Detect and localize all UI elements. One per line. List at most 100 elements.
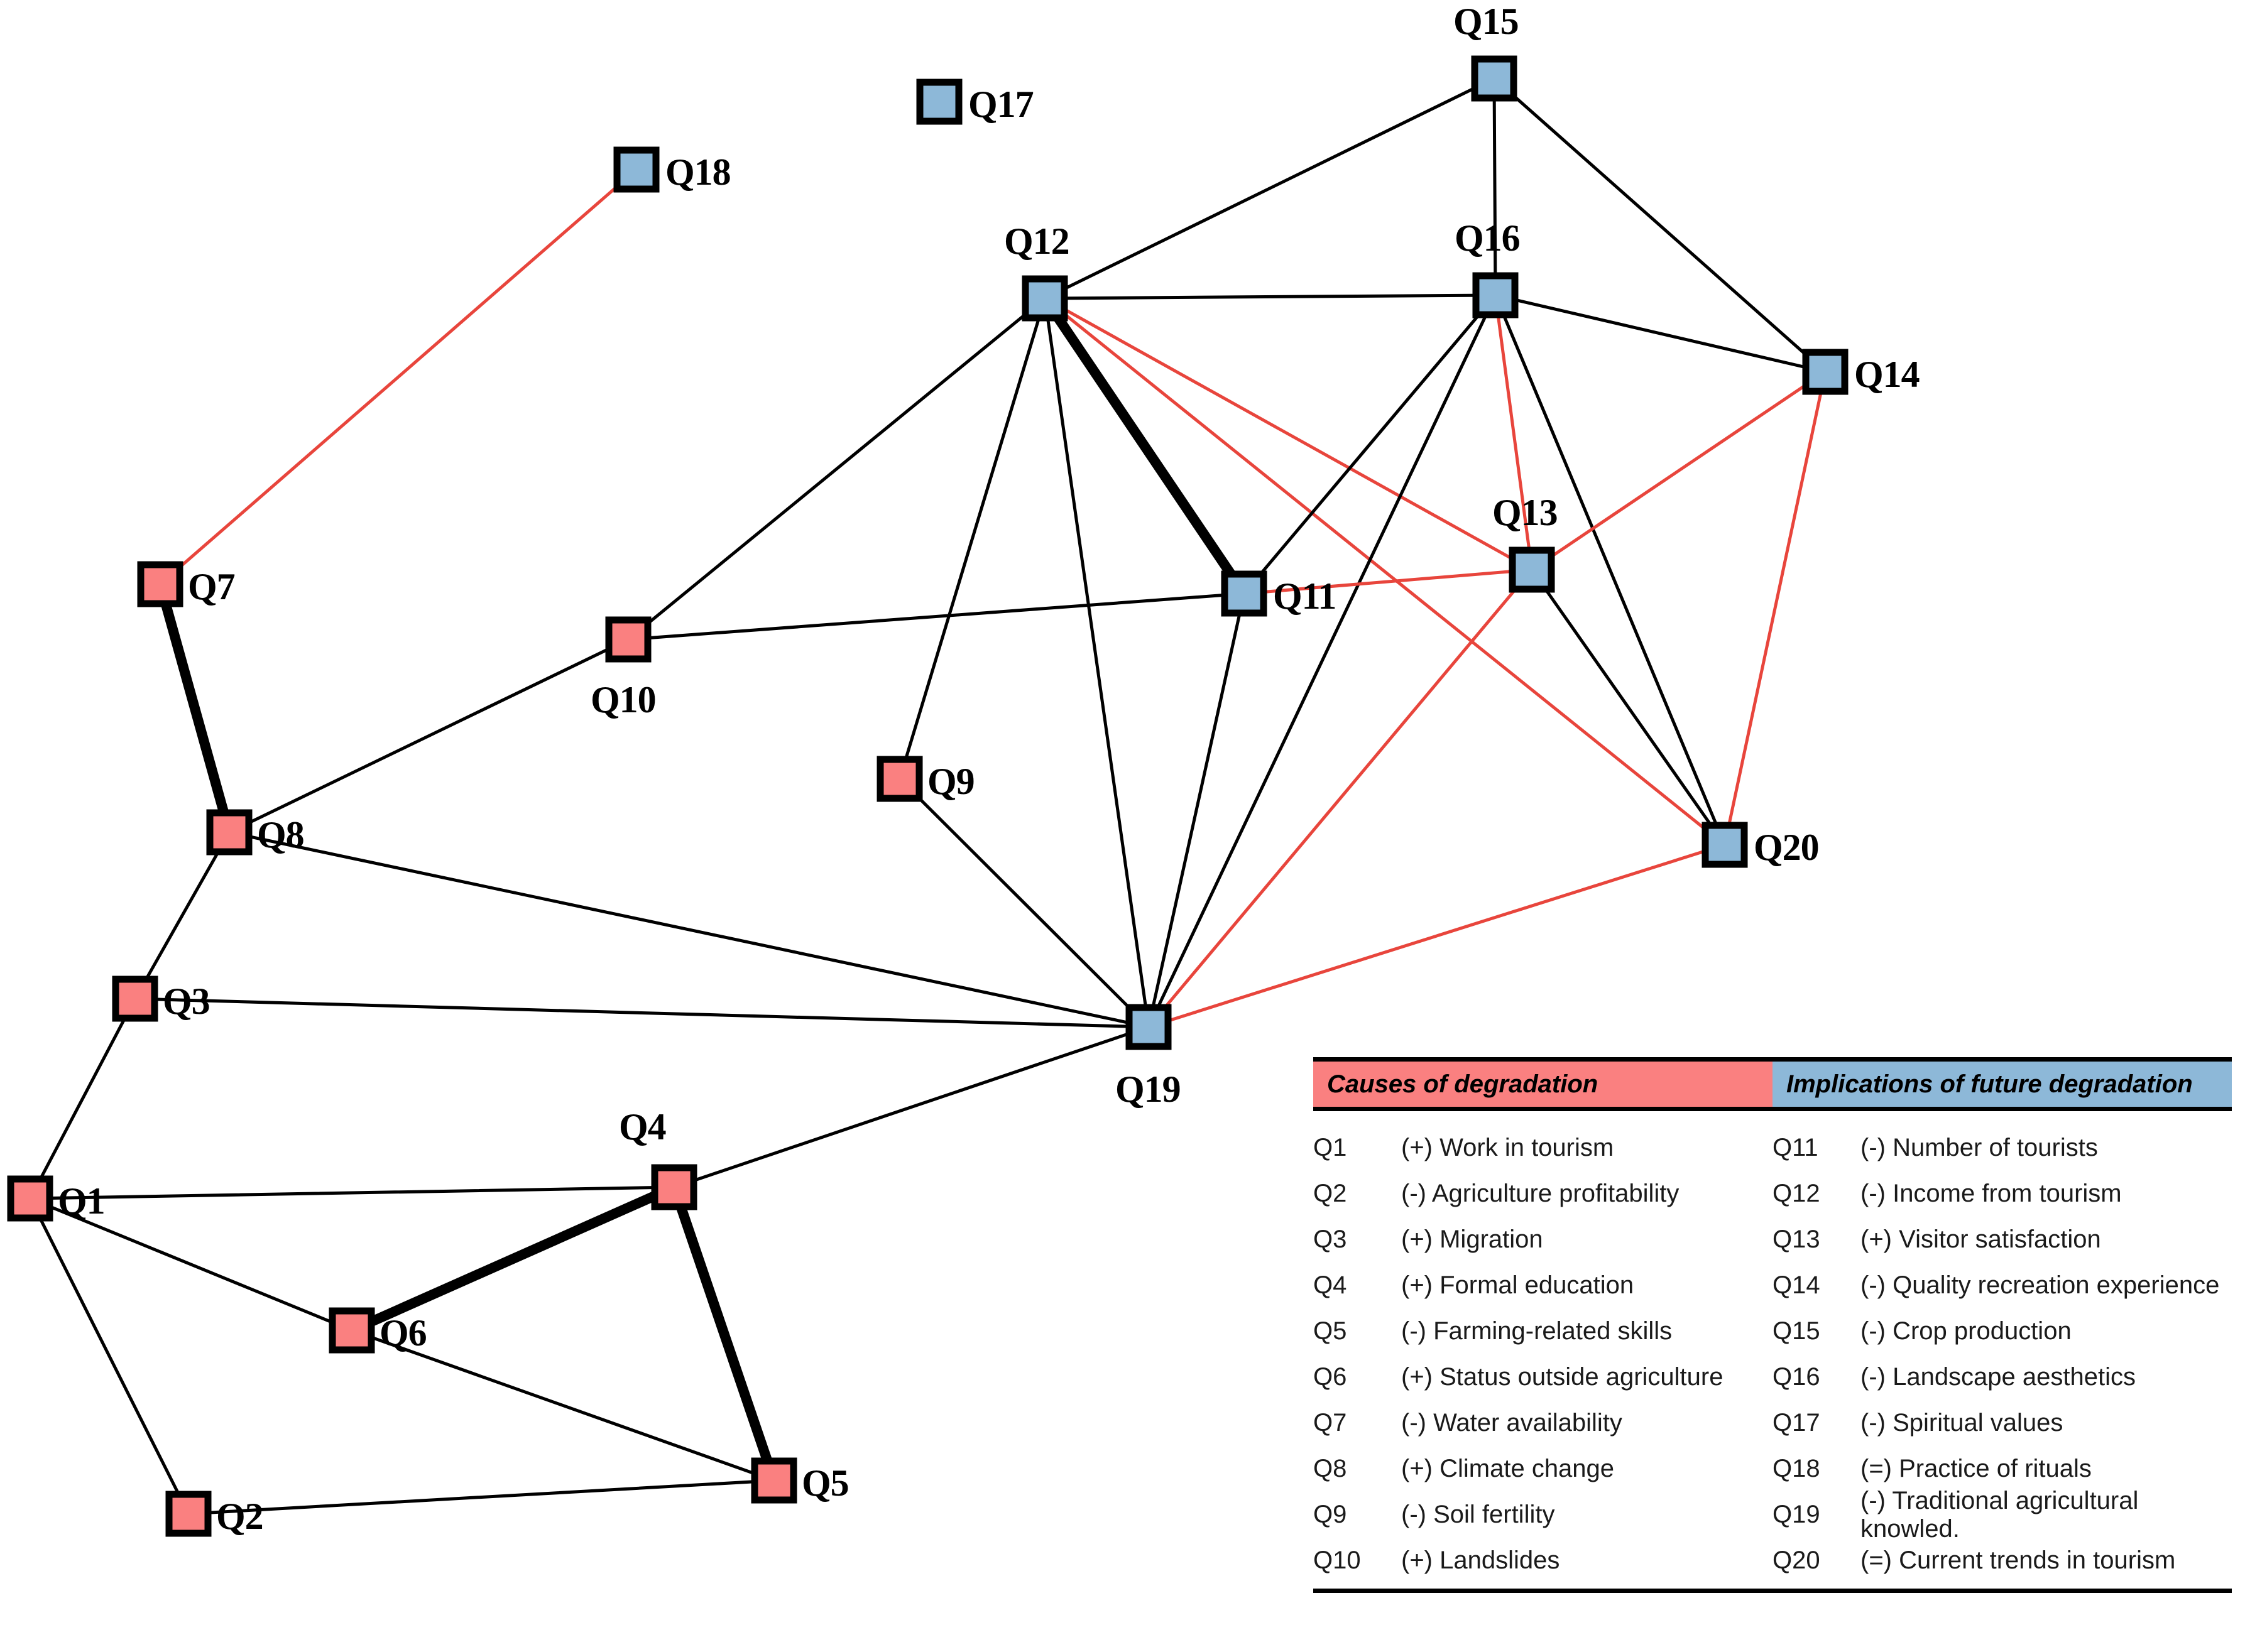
node-label-q11: Q11 [1273,575,1336,617]
edge-q11-q13 [1242,568,1534,595]
legend-code-q14: Q14 [1773,1271,1820,1299]
graph-node-q5[interactable] [751,1457,797,1504]
graph-node-q1[interactable] [7,1175,53,1222]
legend-text-q1: (+) Work in tourism [1401,1134,1614,1161]
graph-node-q19[interactable] [1125,1004,1172,1050]
edge-q14-q20 [1723,370,1827,847]
graph-node-q7[interactable] [137,561,183,607]
legend-header-implications: Implications of future degradation [1773,1062,2232,1107]
legend-code-q12: Q12 [1773,1180,1820,1207]
edge-q7-q8 [155,579,234,837]
legend-bottom-rule [1313,1589,2232,1593]
node-label-q6: Q6 [380,1312,427,1354]
graph-node-q10[interactable] [605,616,652,663]
legend-text-q18: (=) Practice of rituals [1860,1455,2092,1482]
node-label-q13: Q13 [1492,492,1558,533]
legend-text-q14: (-) Quality recreation experience [1860,1271,2220,1299]
graph-node-q16[interactable] [1472,272,1519,318]
graph-node-q8[interactable] [206,809,253,856]
legend-code-q2: Q2 [1313,1180,1347,1207]
edge-q10-q11 [626,592,1246,641]
edge-q1-q4 [28,1185,676,1200]
legend-code-q6: Q6 [1313,1363,1347,1391]
edge-q16-q20 [1494,293,1727,847]
graph-node-q4[interactable] [651,1164,697,1210]
node-label-q17: Q17 [968,84,1034,125]
legend-code-q1: Q1 [1313,1134,1347,1161]
legend-text-q4: (+) Formal education [1401,1271,1634,1299]
graph-node-q6[interactable] [329,1307,375,1354]
legend-text-q9: (-) Soil fertility [1401,1501,1555,1528]
edge-q7-q18 [158,168,638,586]
legend-code-q9: Q9 [1313,1501,1347,1528]
graph-node-q20[interactable] [1702,822,1748,868]
edge-q8-q19 [227,830,1150,1029]
legend-row-q12: Q12 (-) Income from tourism [1773,1171,2232,1217]
legend-row-q3: Q3 (+) Migration [1313,1217,1773,1263]
legend-row-q18: Q18 (=) Practice of rituals [1773,1446,2232,1492]
legend-text-q6: (+) Status outside agriculture [1401,1363,1723,1391]
legend-text-q12: (-) Income from tourism [1860,1180,2122,1207]
graph-node-q14[interactable] [1802,349,1849,395]
edge-q11-q19 [1147,592,1246,1029]
node-label-q5: Q5 [802,1462,849,1504]
legend-header-causes: Causes of degradation [1313,1062,1773,1107]
legend-row-q15: Q15 (-) Crop production [1773,1308,2232,1354]
edge-q15-q16 [1492,77,1497,297]
legend-row-q17: Q17(-) Spiritual values [1773,1400,2232,1446]
node-label-q12: Q12 [1004,220,1070,262]
legend-row-q1: Q1 (+) Work in tourism [1313,1125,1773,1171]
legend-code-q18: Q18 [1773,1455,1820,1482]
node-label-q8: Q8 [257,814,305,856]
legend-text-q3: (+) Migration [1401,1225,1543,1253]
node-layer [7,55,1849,1537]
legend-text-q5: (-) Farming-related skills [1401,1317,1673,1345]
graph-node-q3[interactable] [112,975,158,1022]
legend-text-q15: (-) Crop production [1860,1317,2072,1345]
legend-code-q3: Q3 [1313,1225,1347,1253]
edge-q16-q11 [1242,293,1497,595]
edge-q10-q12 [626,296,1047,641]
edge-q8-q3 [133,830,231,1001]
edge-q4-q5 [669,1182,779,1486]
node-label-q10: Q10 [591,679,657,720]
legend-text-q11: (-) Number of tourists [1860,1134,2098,1161]
graph-node-q9[interactable] [877,756,923,802]
edge-q15-q14 [1492,77,1827,374]
node-label-q15: Q15 [1453,1,1519,42]
edge-layer [28,77,1827,1516]
graph-node-q11[interactable] [1221,570,1267,617]
edge-q8-q10 [227,638,630,834]
edge-q1-q6 [28,1197,354,1332]
node-label-q7: Q7 [188,566,236,607]
graph-node-q13[interactable] [1509,546,1555,593]
node-label-q16: Q16 [1455,217,1521,259]
edge-q4-q19 [672,1025,1150,1189]
legend-code-q8: Q8 [1313,1455,1347,1482]
legend-text-q19: (-) Traditional agricultural knowled. [1860,1486,2139,1543]
graph-node-q17[interactable] [916,79,963,125]
edge-q16-q13 [1494,293,1534,572]
legend-code-q19: Q19 [1773,1501,1820,1528]
graph-node-q15[interactable] [1471,55,1517,102]
graph-node-q12[interactable] [1022,275,1068,322]
edge-q12-q19 [1043,296,1150,1029]
edge-q12-q20 [1043,296,1727,847]
legend-code-q15: Q15 [1773,1317,1820,1345]
edge-q3-q19 [133,997,1150,1029]
node-label-q2: Q2 [216,1496,264,1537]
graph-node-q18[interactable] [613,146,660,193]
edge-q19-q20 [1147,843,1727,1029]
legend-code-q5: Q5 [1313,1317,1347,1345]
legend-panel: Causes of degradation Implications of fu… [1313,1057,2232,1593]
node-label-q20: Q20 [1754,827,1820,868]
node-label-q1: Q1 [58,1180,106,1222]
edge-q3-q1 [28,997,137,1200]
legend-code-q20: Q20 [1773,1546,1820,1574]
graph-node-q2[interactable] [165,1491,212,1537]
edge-q9-q19 [898,777,1150,1029]
legend-text-q17: (-) Spiritual values [1860,1409,2063,1437]
